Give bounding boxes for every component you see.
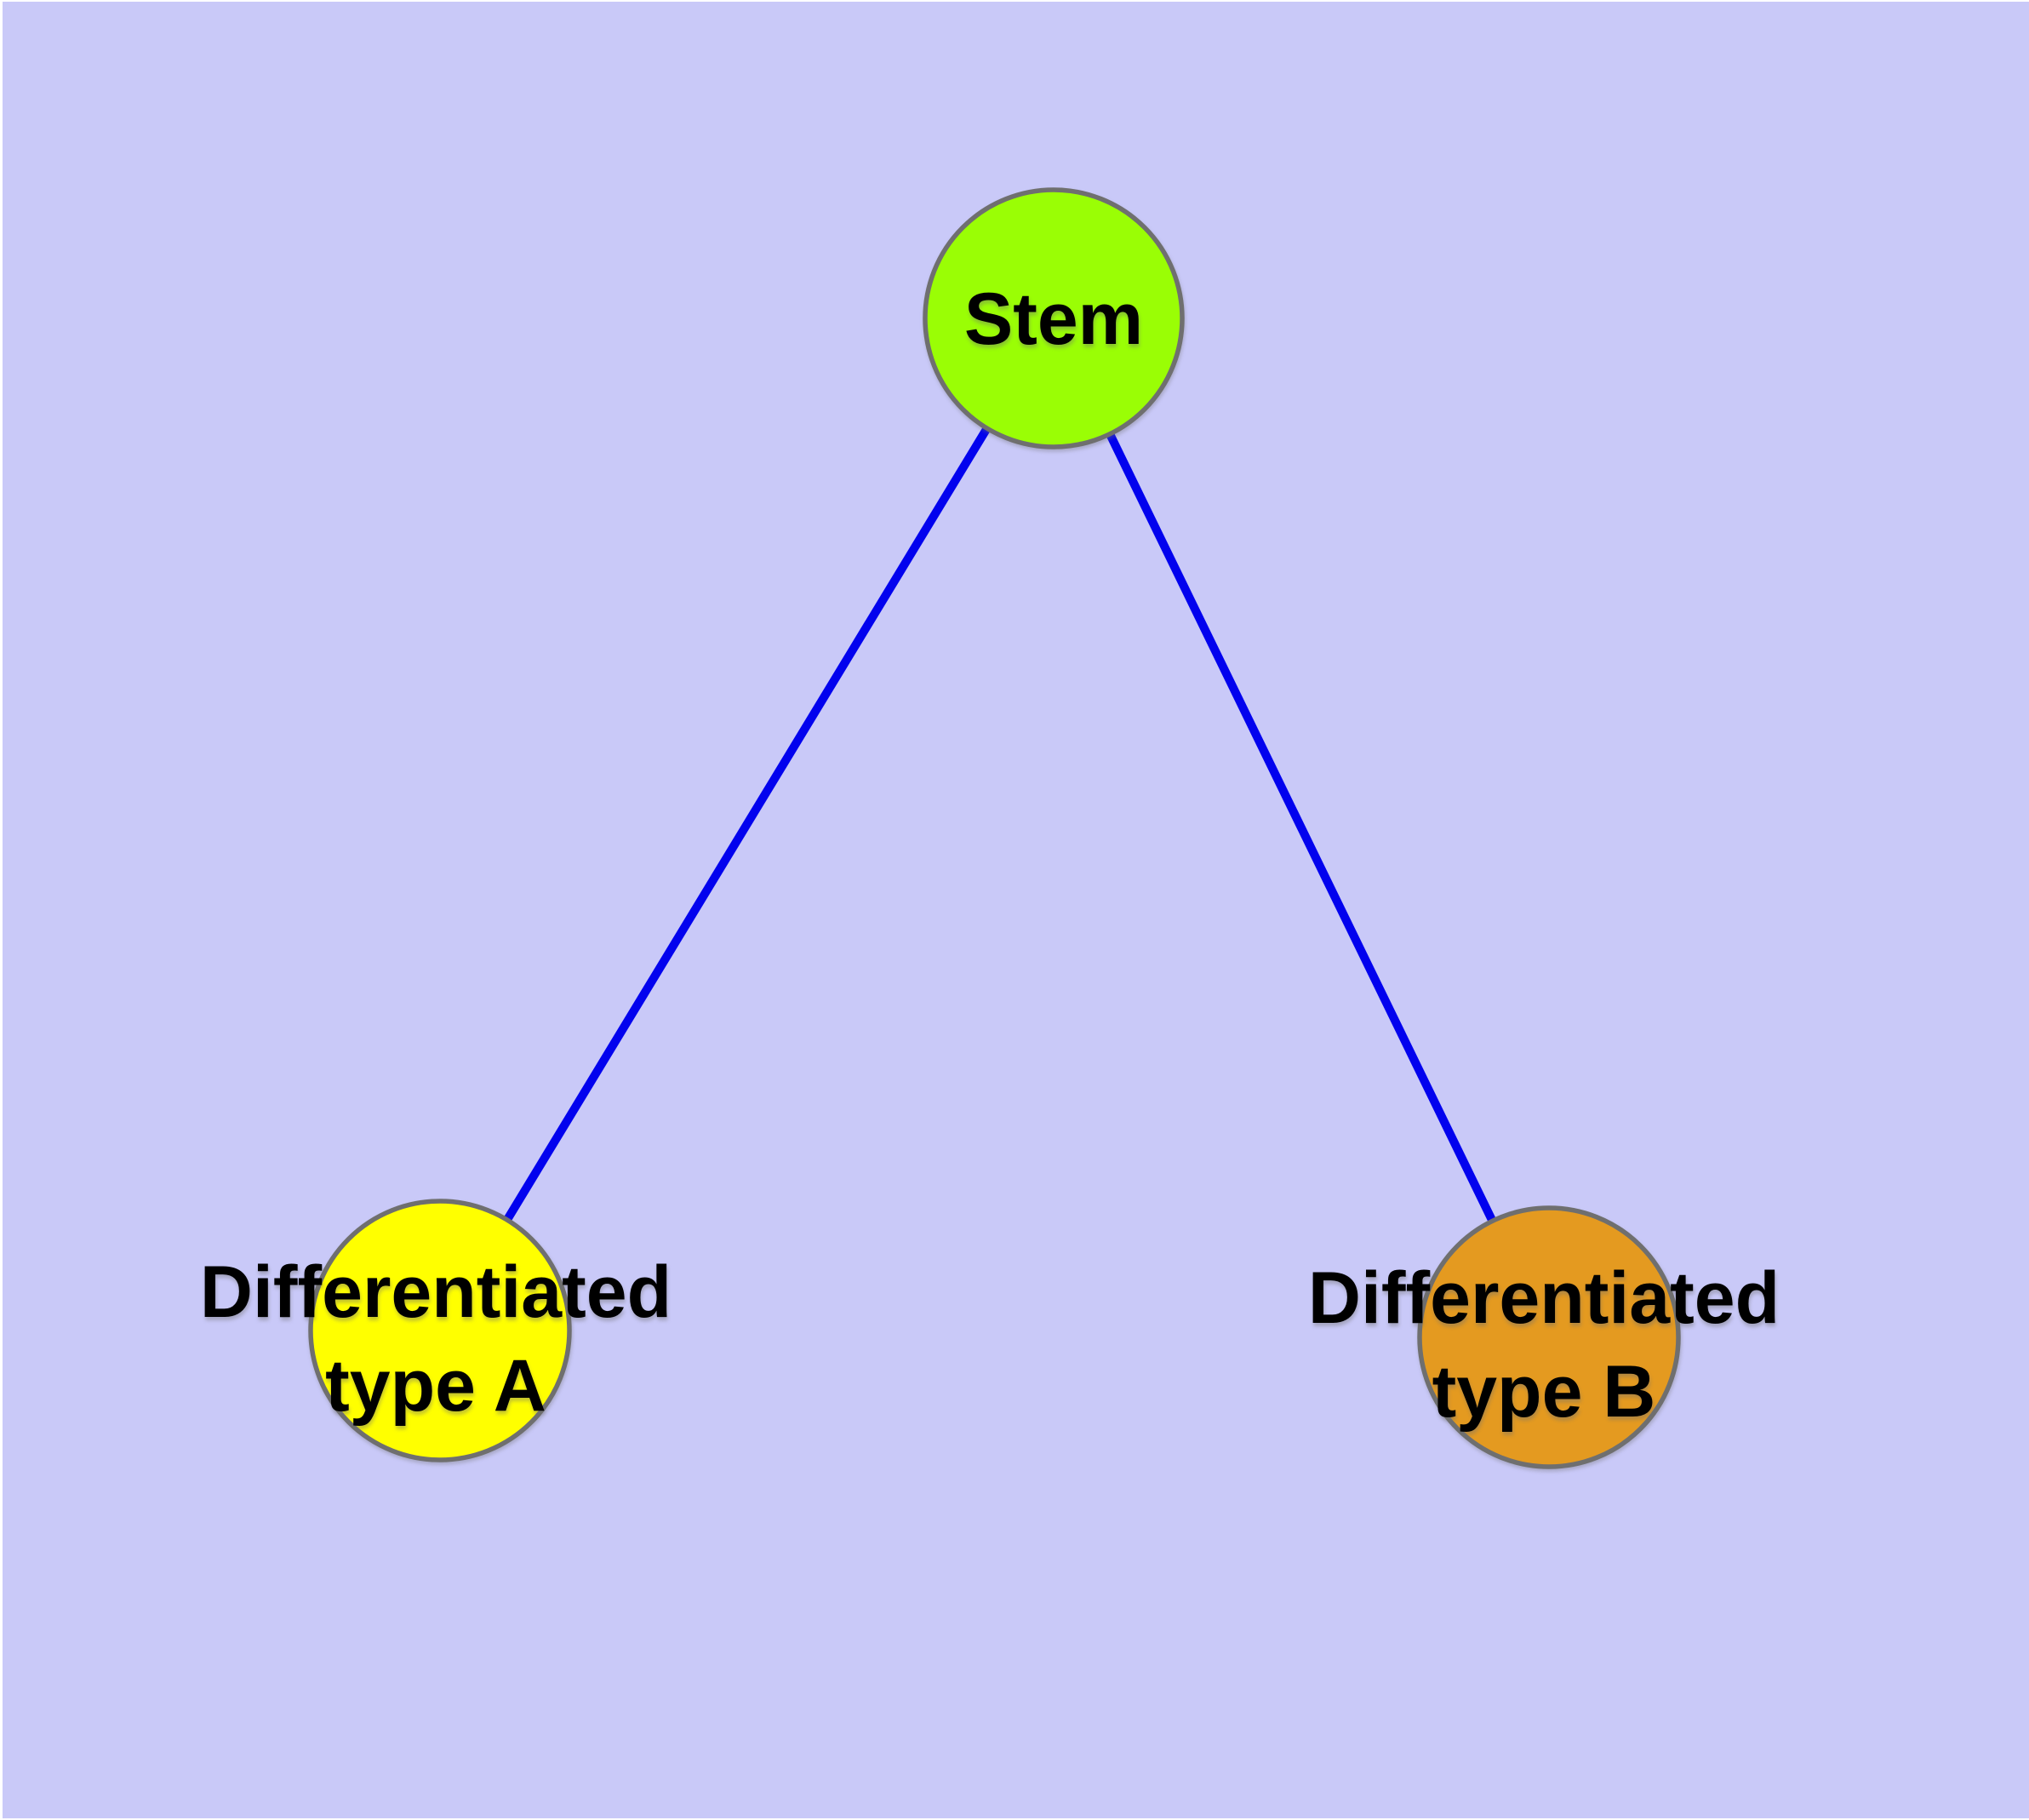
node-differentiated-type-a-label-line1: Differentiated (200, 1251, 672, 1333)
edge-stem-to-diff-b (1049, 316, 1553, 1340)
node-differentiated-type-b-circle (1417, 1205, 1681, 1469)
node-stem-label: Stem (964, 278, 1143, 360)
node-differentiated-type-b: Differentiated type B (1308, 1205, 1780, 1469)
node-differentiated-type-a-circle (308, 1199, 572, 1462)
node-differentiated-type-a: Differentiated type A (200, 1199, 672, 1462)
node-differentiated-type-b-label-line2: type B (1432, 1351, 1656, 1433)
node-stem-circle (923, 187, 1185, 449)
edge-stem-to-diff-a (436, 316, 1058, 1333)
node-stem: Stem (923, 187, 1185, 449)
node-differentiated-type-b-label-line1: Differentiated (1308, 1257, 1780, 1339)
node-differentiated-type-a-label-line2: type A (325, 1345, 546, 1427)
